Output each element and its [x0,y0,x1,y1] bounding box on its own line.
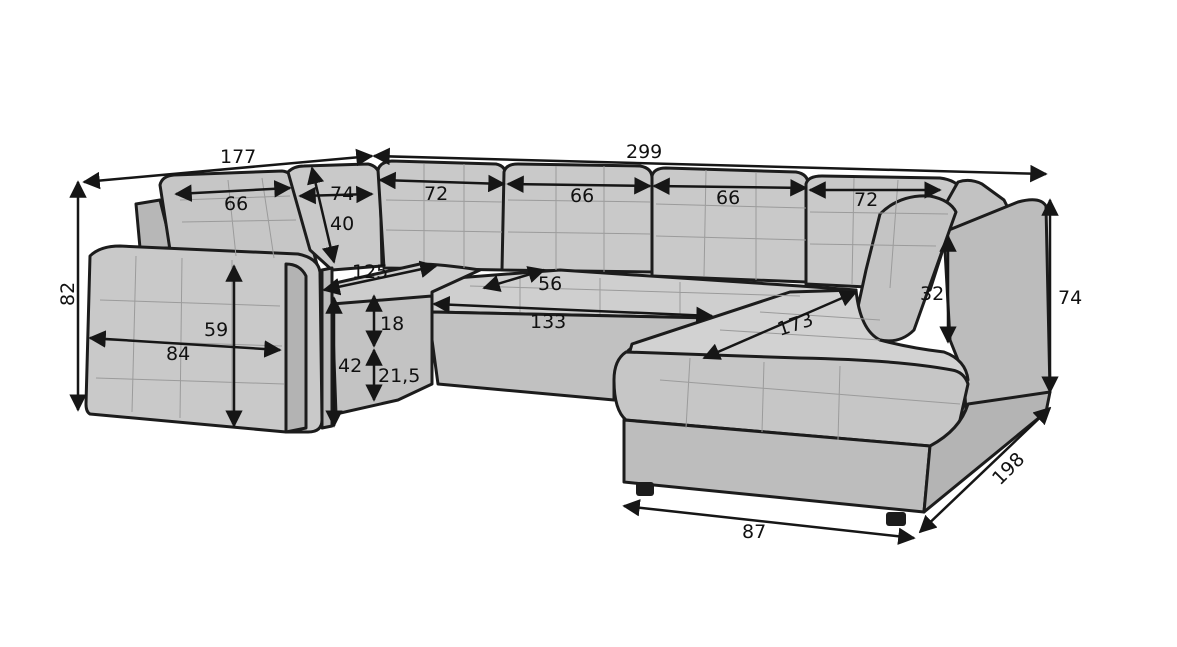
dim-line-66-third [652,177,808,197]
sofa-body [84,159,1052,526]
dim-line-56 [482,266,546,292]
left-armrest-strip [284,262,308,434]
dim-line-66-second [506,175,652,195]
label-125: 125 [352,261,388,283]
label-74-right: 74 [1058,287,1082,309]
dim-line-72-first [378,171,506,193]
label-66-third: 66 [716,187,740,209]
label-18: 18 [380,313,404,335]
dim-line-87 [622,499,916,545]
dim-line-173 [702,290,858,360]
label-40: 40 [330,213,354,235]
label-177: 177 [220,146,256,168]
dim-line-299 [372,147,1048,183]
label-84: 84 [166,343,190,365]
left-seat-front-panel [320,266,334,430]
label-299: 299 [626,141,662,163]
dim-line-40 [307,166,339,264]
label-32: 32 [920,283,944,305]
label-74-corner: 74 [330,183,354,205]
dim-line-133 [432,295,714,325]
label-66-second: 66 [570,185,594,207]
label-72-fourth: 72 [854,189,878,211]
back-cushion-1 [376,159,508,272]
dim-line-125 [322,260,438,296]
foot-right [886,512,906,526]
foot-left [636,482,654,496]
dimension-lines [69,147,1059,545]
label-82: 82 [57,282,79,306]
label-66-left: 66 [224,193,248,215]
dim-line-84 [88,330,282,358]
label-87: 87 [742,521,766,543]
dim-line-177 [82,148,374,190]
label-72-first: 72 [424,183,448,205]
back-cushion-2 [500,162,654,274]
dim-line-66-left [174,180,292,202]
label-133: 133 [530,311,566,333]
dimension-labels: 177 299 82 74 198 87 66 74 72 66 66 72 4… [57,141,1082,543]
label-59: 59 [204,319,228,341]
label-42: 42 [338,355,362,377]
label-21-5: 21,5 [378,365,420,387]
label-56: 56 [538,273,562,295]
dim-line-198 [918,406,1052,534]
